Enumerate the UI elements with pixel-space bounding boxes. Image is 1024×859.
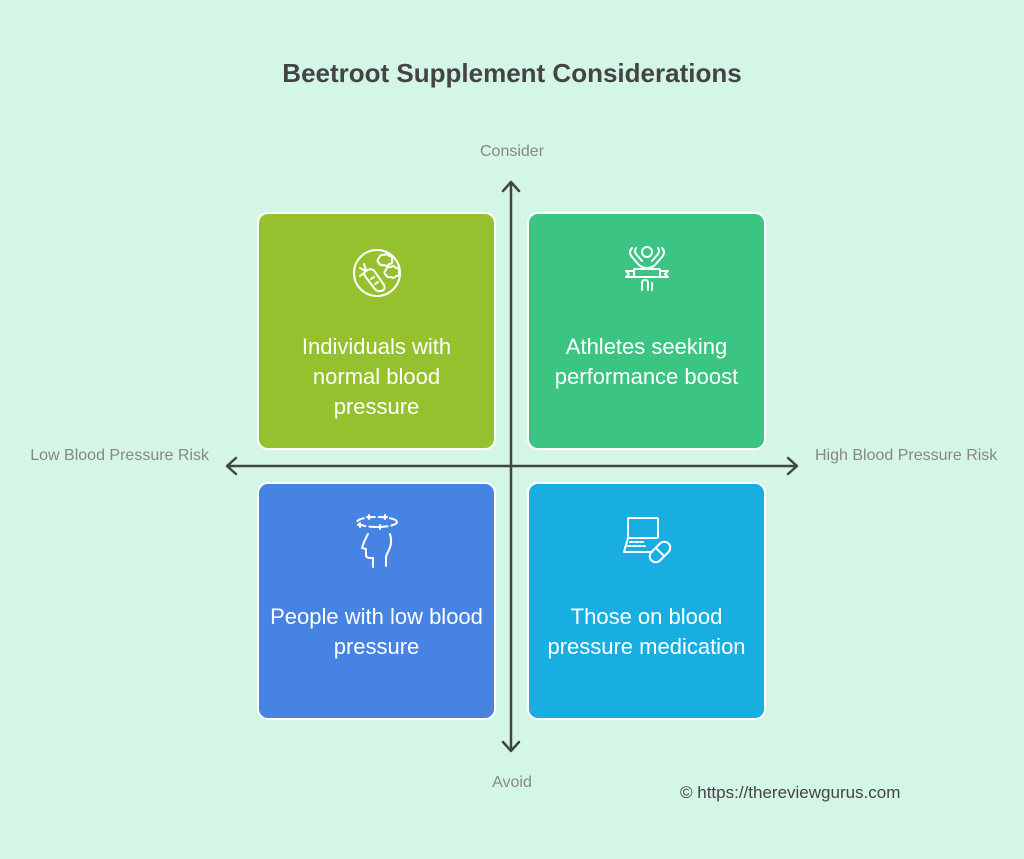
quadrant-label: Athletes seeking performance boost xyxy=(554,334,739,389)
athlete-finish-line-icon xyxy=(529,240,764,306)
page-title: Beetroot Supplement Considerations xyxy=(282,58,742,88)
axis-label-consider: Consider xyxy=(479,143,545,160)
laptop-pill-icon xyxy=(529,510,764,576)
carrot-vegetables-icon xyxy=(259,240,494,306)
quadrant-label: Those on blood pressure medication xyxy=(547,604,746,659)
arrow-right-icon xyxy=(786,456,799,476)
quadrant-low-blood-pressure: People with low blood pressure xyxy=(257,482,496,720)
quadrant-bp-medication: Those on blood pressure medication xyxy=(527,482,766,720)
quadrant-label: Individuals with normal blood pressure xyxy=(301,334,452,419)
quadrant-label: People with low blood pressure xyxy=(270,604,483,659)
quadrant-athletes: Athletes seeking performance boost xyxy=(527,212,766,450)
axis-label-avoid: Avoid xyxy=(492,774,532,791)
quadrant-normal-blood-pressure: Individuals with normal blood pressure xyxy=(257,212,496,450)
copyright-credit: © https://thereviewgurus.com xyxy=(680,783,901,802)
arrow-down-icon xyxy=(501,740,521,753)
arrow-left-icon xyxy=(225,456,238,476)
arrow-up-icon xyxy=(501,180,521,193)
axis-label-high-risk: High Blood Pressure Risk xyxy=(815,447,998,464)
dizzy-head-icon xyxy=(259,510,494,576)
axis-label-low-risk: Low Blood Pressure Risk xyxy=(30,447,209,464)
